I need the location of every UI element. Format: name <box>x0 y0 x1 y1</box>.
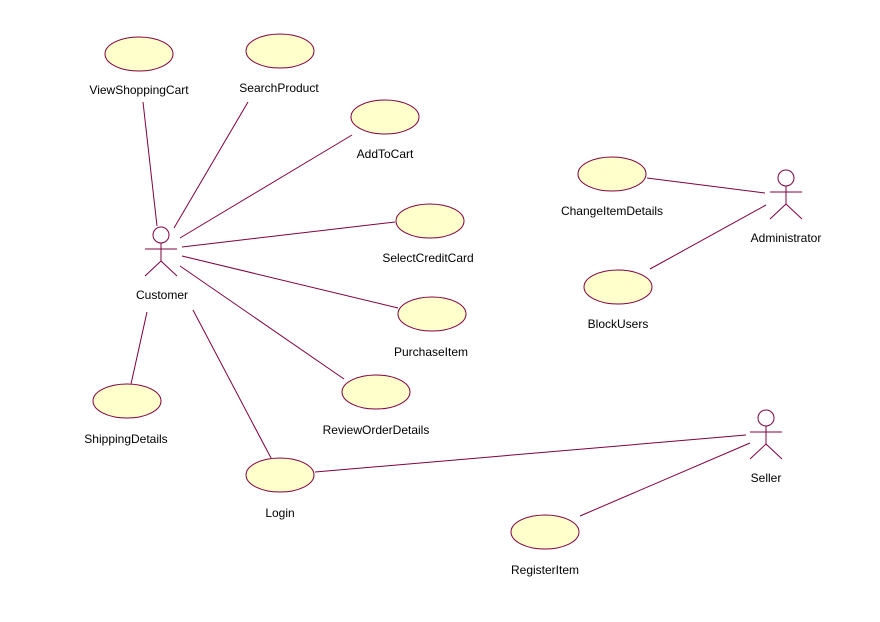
association-seller-login <box>314 434 747 473</box>
use-case-shippingdetails: ShippingDetails <box>84 383 168 446</box>
use-case-label: SearchProduct <box>239 81 319 95</box>
use-case-viewshoppingcart: ViewShoppingCart <box>89 36 189 97</box>
association-customer-selectcreditcard <box>181 221 396 248</box>
use-case-ellipse <box>341 374 411 410</box>
use-case-blockusers: BlockUsers <box>583 269 653 331</box>
use-case-label: ShippingDetails <box>84 432 167 446</box>
actor-label: Administrator <box>751 231 822 245</box>
association-customer-revieworderdetails <box>179 265 345 380</box>
associations <box>130 101 767 517</box>
actor-administrator: Administrator <box>751 169 822 245</box>
use-case-ellipse <box>395 203 465 239</box>
association-customer-login <box>192 309 272 459</box>
use-case-ellipse <box>92 383 162 419</box>
use-case-searchproduct: SearchProduct <box>239 33 319 95</box>
use-case-ellipse <box>583 269 653 305</box>
actors: Customer Administrator Seller <box>136 169 822 485</box>
actor-customer: Customer <box>136 226 188 302</box>
use-case-ellipse <box>245 457 315 493</box>
use-case-label: ChangeItemDetails <box>561 204 663 218</box>
use-case-label: AddToCart <box>357 147 414 161</box>
actor-icon <box>144 226 178 277</box>
use-case-ellipse <box>350 99 420 135</box>
use-case-registeritem: RegisterItem <box>510 514 580 577</box>
use-case-label: Login <box>265 506 294 520</box>
use-cases: ViewShoppingCart SearchProduct AddToCart… <box>84 33 663 577</box>
use-case-ellipse <box>510 514 580 550</box>
association-customer-addtocart <box>179 134 353 239</box>
association-customer-viewshoppingcart <box>142 101 158 227</box>
use-case-revieworderdetails: ReviewOrderDetails <box>323 374 430 437</box>
use-case-login: Login <box>245 457 315 520</box>
actor-label: Customer <box>136 288 188 302</box>
use-case-addtocart: AddToCart <box>350 99 420 161</box>
actor-label: Seller <box>751 471 782 485</box>
use-case-selectcreditcard: SelectCreditCard <box>382 203 474 265</box>
use-case-ellipse <box>104 36 174 72</box>
use-case-purchaseitem: PurchaseItem <box>394 296 468 359</box>
association-administrator-blockusers <box>649 204 767 270</box>
association-administrator-changeitemdetails <box>646 177 766 194</box>
use-case-label: ViewShoppingCart <box>89 83 189 97</box>
use-case-label: ReviewOrderDetails <box>323 423 430 437</box>
use-case-label: PurchaseItem <box>394 345 468 359</box>
use-case-ellipse <box>577 156 647 192</box>
association-customer-purchaseitem <box>181 255 399 309</box>
use-case-label: RegisterItem <box>511 563 579 577</box>
use-case-label: BlockUsers <box>588 317 649 331</box>
use-case-ellipse <box>245 33 315 69</box>
actor-icon <box>749 409 783 460</box>
use-case-changeitemdetails: ChangeItemDetails <box>561 156 663 218</box>
association-customer-shippingdetails <box>130 311 148 385</box>
association-seller-registeritem <box>579 442 751 517</box>
use-case-ellipse <box>397 296 467 332</box>
actor-seller: Seller <box>749 409 783 485</box>
association-customer-searchproduct <box>173 101 249 229</box>
use-case-label: SelectCreditCard <box>382 251 473 265</box>
actor-icon <box>769 169 803 220</box>
